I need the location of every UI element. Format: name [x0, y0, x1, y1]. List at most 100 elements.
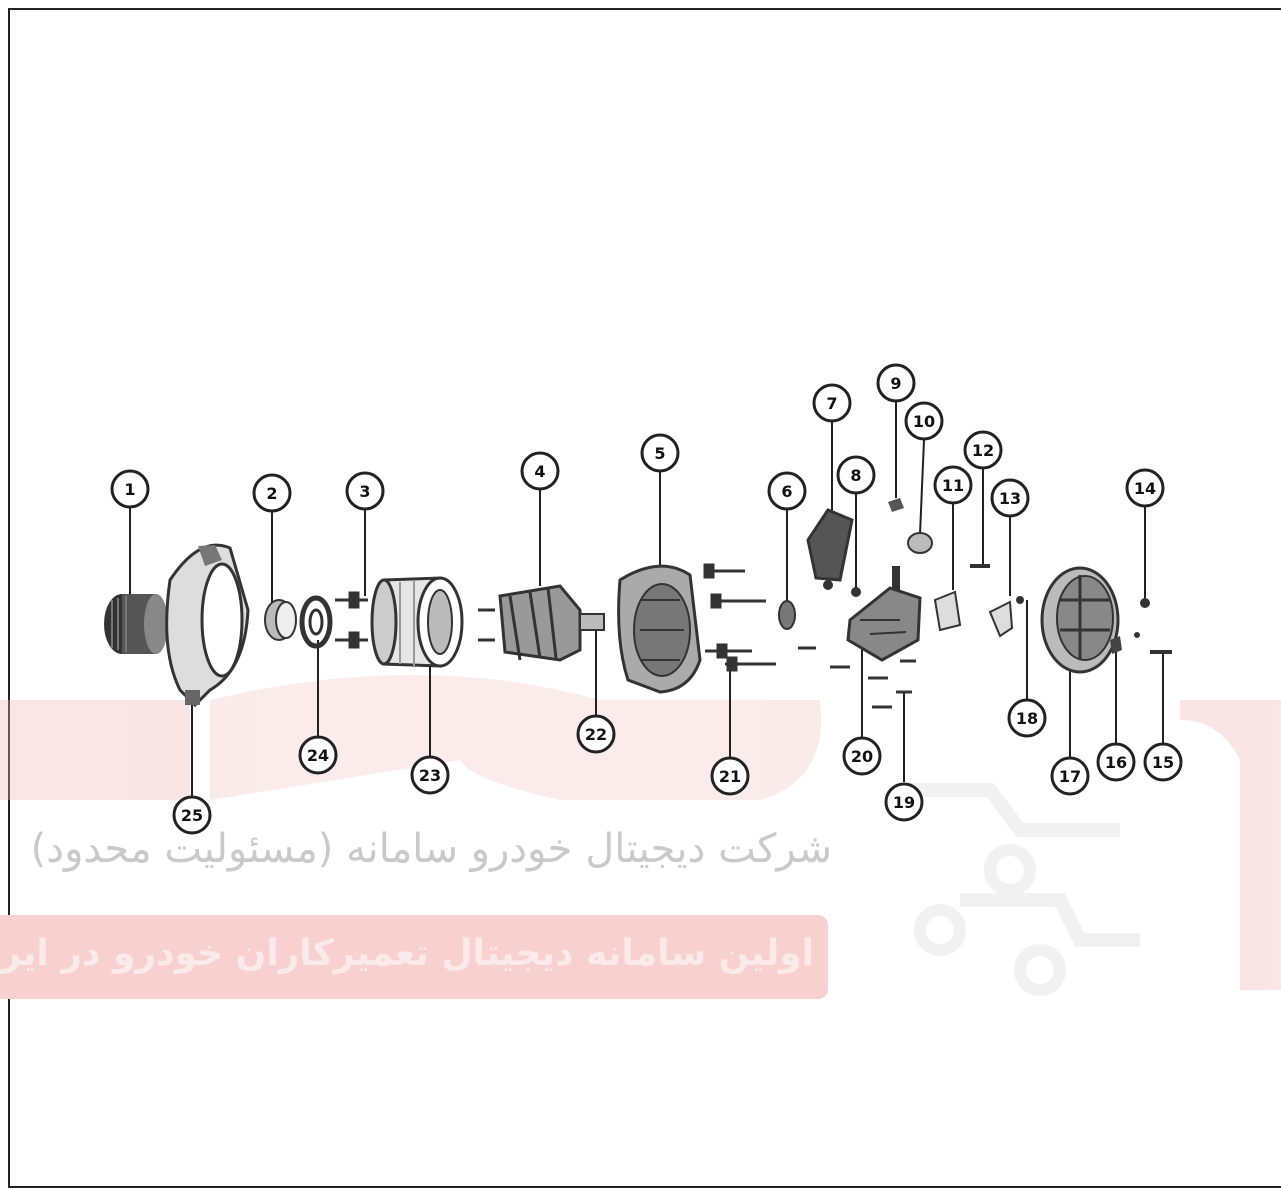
callout-15: 15 [1143, 742, 1183, 782]
callout-7: 7 [812, 383, 852, 423]
watermark-logo [0, 675, 1281, 996]
callout-5: 5 [640, 433, 680, 473]
callout-label: 19 [893, 793, 915, 812]
leader-lines [129, 400, 1164, 797]
part-through-bolts [335, 591, 368, 649]
callout-circle [576, 714, 616, 754]
callout-12: 12 [963, 430, 1003, 470]
callout-label: 17 [1059, 767, 1081, 786]
callout-2: 2 [252, 473, 292, 513]
callout-label: 24 [307, 746, 329, 765]
callout-circle [812, 383, 852, 423]
callout-19: 19 [884, 782, 924, 822]
callout-circle [963, 430, 1003, 470]
callout-circle [410, 755, 450, 795]
callout-label: 14 [1134, 479, 1156, 498]
callout-label: 10 [913, 412, 935, 431]
watermark-company-name: شرکت دیجیتال خودرو سامانه (مسئولیت محدود… [30, 826, 832, 872]
callout-label: 1 [124, 480, 135, 499]
callout-21: 21 [710, 756, 750, 796]
alternator-parts [104, 498, 1172, 709]
part-brush-holder [806, 508, 854, 590]
callout-circle [172, 795, 212, 835]
callout-label: 18 [1016, 709, 1038, 728]
callout-22: 22 [576, 714, 616, 754]
watermark-tagline: اولین سامانه دیجیتال تعمیرکاران خودرو در… [0, 933, 814, 974]
part-rectifier-screws [798, 646, 916, 709]
callout-circle [836, 455, 876, 495]
callout-6: 6 [767, 471, 807, 511]
callout-circle [252, 473, 292, 513]
part-bearing [299, 595, 333, 649]
callout-25: 25 [172, 795, 212, 835]
callout-18: 18 [1007, 698, 1047, 738]
part-terminal-nut [888, 498, 904, 512]
callout-11: 11 [933, 465, 973, 505]
callout-circle [1050, 756, 1090, 796]
callout-circle [933, 465, 973, 505]
callout-circle [884, 782, 924, 822]
part-rotor [478, 584, 605, 662]
callout-label: 16 [1105, 753, 1127, 772]
part-rectifier [846, 566, 922, 662]
callout-label: 23 [419, 766, 441, 785]
part-regulator [933, 590, 962, 632]
callout-label: 25 [181, 806, 203, 825]
callout-label: 6 [781, 482, 792, 501]
part-nut-16 [1110, 636, 1122, 654]
callout-label: 8 [850, 466, 861, 485]
callout-10: 10 [904, 401, 944, 441]
callout-4: 4 [520, 451, 560, 491]
callout-circle [876, 363, 916, 403]
part-insulator [778, 600, 796, 630]
callout-14: 14 [1125, 468, 1165, 508]
callout-label: 22 [585, 725, 607, 744]
part-cap [907, 532, 933, 554]
callout-circle [640, 433, 680, 473]
part-rear-cover [1040, 566, 1120, 674]
callout-label: 15 [1152, 753, 1174, 772]
callout-label: 2 [266, 484, 277, 503]
callout-circle [990, 478, 1030, 518]
callout-label: 5 [654, 444, 665, 463]
callout-23: 23 [410, 755, 450, 795]
part-drive-end-bracket [165, 543, 250, 708]
callout-label: 3 [359, 482, 370, 501]
callout-1: 1 [110, 469, 150, 509]
part-small-screw [851, 587, 861, 597]
callout-8: 8 [836, 455, 876, 495]
callout-label: 21 [719, 767, 741, 786]
callout-circle [767, 471, 807, 511]
callout-circle [1096, 742, 1136, 782]
callout-circle [1143, 742, 1183, 782]
callout-label: 11 [942, 476, 964, 495]
callout-circle [1125, 468, 1165, 508]
part-nut-small [1134, 632, 1140, 638]
callout-24: 24 [298, 735, 338, 775]
callout-label: 13 [999, 489, 1021, 508]
callout-3: 3 [345, 471, 385, 511]
callout-label: 12 [972, 441, 994, 460]
callout-label: 4 [534, 462, 545, 481]
callout-circle [1007, 698, 1047, 738]
part-screws [703, 563, 776, 672]
callout-circle [842, 736, 882, 776]
callout-circle [710, 756, 750, 796]
watermark-banner: اولین سامانه دیجیتال تعمیرکاران خودرو در… [0, 915, 828, 999]
callout-circle [110, 469, 150, 509]
callout-label: 7 [826, 394, 837, 413]
callout-circle [345, 471, 385, 511]
callout-label: 20 [851, 747, 873, 766]
callout-20: 20 [842, 736, 882, 776]
callout-circle [904, 401, 944, 441]
part-stator [370, 576, 464, 668]
callout-16: 16 [1096, 742, 1136, 782]
callout-17: 17 [1050, 756, 1090, 796]
callout-label: 9 [890, 374, 901, 393]
part-spacer-ring [264, 599, 297, 641]
callout-13: 13 [990, 478, 1030, 518]
part-cover-clip [988, 600, 1014, 638]
callout-circle [520, 451, 560, 491]
